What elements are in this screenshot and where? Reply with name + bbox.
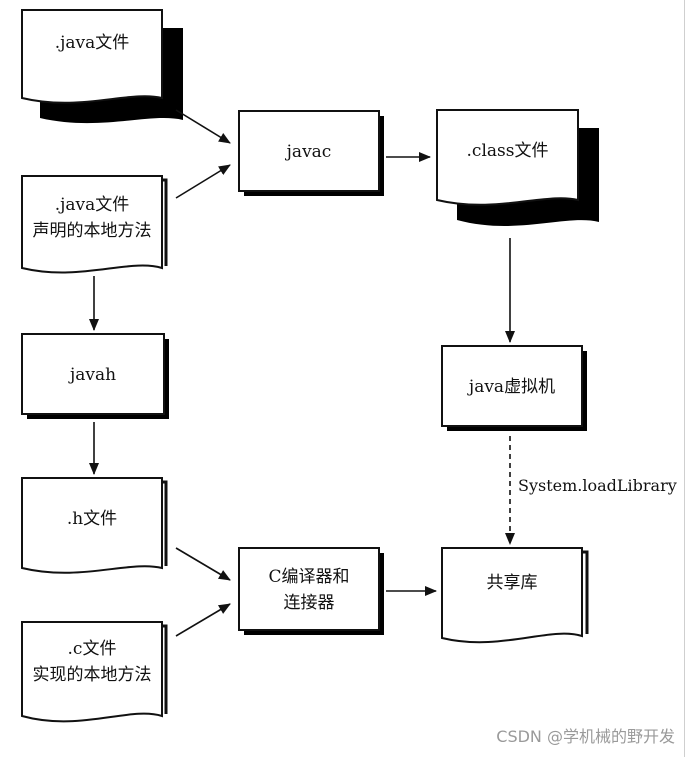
class-file-label: .class文件 [466,141,549,161]
c-compiler-node [238,547,384,635]
javah-label: javah [69,365,117,385]
javac-label: javac [286,142,332,162]
javah-node [21,333,169,419]
java-native-file-label: .java文件 声明的本地方法 [32,195,152,241]
java-file-node [21,9,183,124]
jvm-label: java虚拟机 [468,377,556,397]
class-file-node [436,109,599,226]
arrow-native-to-javac [175,164,231,199]
c-file-node [21,621,168,723]
arrow-c-to-compiler [175,603,231,637]
arrow-h-to-compiler [175,547,231,581]
c-compiler-label: C编译器和 连接器 [268,567,350,613]
arrow-java-to-javac [175,109,231,144]
h-file-node [21,477,168,574]
shared-library-label: 共享库 [486,573,538,593]
watermark: CSDN @学机械的野开发 [496,727,675,746]
javac-node [238,110,384,196]
java-native-file-node [21,175,168,274]
java-file-label: .java文件 [54,33,130,53]
jvm-node [441,345,587,431]
h-file-label: .h文件 [66,509,118,529]
load-library-label: System.loadLibrary [518,476,677,495]
page-edge-line [684,0,685,757]
shared-library-node [441,547,589,644]
c-file-label: .c文件 实现的本地方法 [32,639,152,685]
